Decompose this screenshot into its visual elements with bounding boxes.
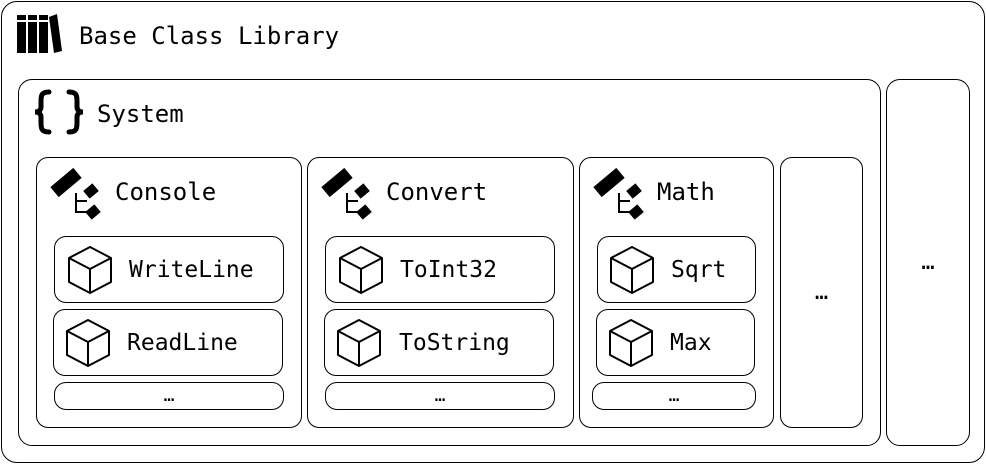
method-more-ellipsis: … <box>434 385 446 406</box>
class-more-box: … <box>780 157 863 428</box>
method-more-box-math: … <box>592 382 756 410</box>
method-box-max <box>596 309 755 376</box>
class-title-convert: Convert <box>386 178 488 206</box>
method-more-box-console: … <box>54 382 284 410</box>
cube-icon <box>65 244 115 296</box>
method-label-readline: ReadLine <box>127 330 238 356</box>
class-icon <box>49 163 105 221</box>
method-more-ellipsis: … <box>668 385 680 406</box>
method-label-max: Max <box>670 330 712 356</box>
method-label-writeline: WriteLine <box>129 257 254 283</box>
cube-icon <box>606 317 656 369</box>
method-more-ellipsis: … <box>163 385 175 406</box>
class-icon <box>320 163 376 221</box>
cube-icon <box>63 317 113 369</box>
class-more-ellipsis: … <box>814 279 829 305</box>
method-label-tostring: ToString <box>399 330 510 356</box>
class-icon <box>592 163 648 221</box>
method-label-toint32: ToInt32 <box>400 257 497 283</box>
books-icon <box>16 12 62 54</box>
cube-icon <box>336 244 386 296</box>
library-more-ellipsis: … <box>921 249 935 275</box>
braces-icon <box>31 88 87 136</box>
library-more-box: … <box>886 79 970 446</box>
library-title: Base Class Library <box>79 22 340 50</box>
class-title-console: Console <box>115 178 217 206</box>
method-box-sqrt <box>597 236 756 303</box>
namespace-title: System <box>97 100 184 128</box>
cube-icon <box>607 244 657 296</box>
method-more-box-convert: … <box>325 382 555 410</box>
class-title-math: Math <box>657 178 715 206</box>
cube-icon <box>334 317 384 369</box>
method-label-sqrt: Sqrt <box>671 257 727 283</box>
